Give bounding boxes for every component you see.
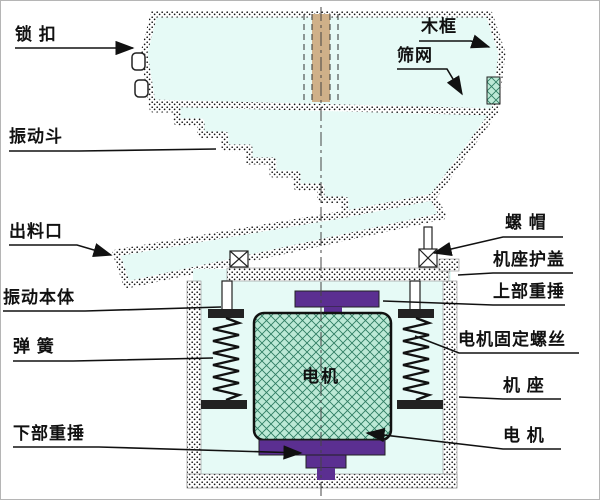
- label-discharge-outlet: 出料口: [9, 222, 63, 241]
- label-upper-weight: 上部重捶: [493, 282, 565, 301]
- leader-upper-weight: [382, 300, 565, 306]
- label-wood-frame: 木框: [421, 17, 457, 36]
- leader-lower-weight: [13, 445, 303, 460]
- leader-nut: [432, 236, 563, 257]
- base-assembly: [186, 226, 460, 489]
- label-nut: 螺 帽: [505, 213, 547, 232]
- leader-hopper: [9, 148, 217, 152]
- label-base-cover: 机座护盖: [493, 250, 565, 269]
- pan-top-line: [345, 193, 434, 218]
- label-machine-base: 机 座: [503, 376, 545, 395]
- base-right-wall: [442, 280, 458, 489]
- leader-cover: [457, 272, 573, 276]
- sieve-mesh-line: [150, 99, 496, 116]
- leader-sieve-mesh: [397, 68, 463, 96]
- center-channel-dashes: [303, 14, 339, 102]
- leader-base: [458, 396, 561, 400]
- base-cover-tab: [438, 258, 460, 272]
- label-sieve-mesh: 筛网: [397, 46, 433, 65]
- left-mount-bolt: [229, 250, 249, 268]
- label-motor-screw: 电机固定螺丝: [458, 330, 566, 349]
- leader-screw: [414, 335, 579, 354]
- upper-weight: [294, 290, 380, 308]
- label-motor: 电 机: [503, 426, 545, 445]
- label-vibration-hopper: 振动斗: [9, 127, 63, 146]
- label-vibration-body: 振动本体: [3, 288, 75, 307]
- base-left-wall: [186, 280, 202, 489]
- left-rod: [221, 280, 233, 312]
- sieve-section: [486, 76, 501, 105]
- right-rod: [409, 280, 421, 312]
- left-spring-seat: [208, 309, 244, 318]
- leader-body: [3, 306, 222, 312]
- right-spring-bracket: [397, 400, 443, 409]
- leader-motor: [365, 427, 561, 450]
- lower-weight-stub: [305, 454, 347, 469]
- leader-wood-frame: [419, 34, 491, 49]
- hopper-outline: [112, 10, 506, 289]
- label-lower-weight: 下部重捶: [13, 424, 85, 443]
- right-mount-bolt: [418, 226, 438, 268]
- label-spring: 弹 簧: [13, 337, 55, 356]
- motor-body-label: 电机: [302, 367, 340, 386]
- left-spring-bracket: [201, 400, 247, 409]
- upper-weight-stub: [324, 307, 342, 313]
- leader-lines: [3, 34, 579, 460]
- lock-clip-bottom: [134, 79, 149, 98]
- lock-clip-top: [131, 52, 146, 71]
- hopper-assembly: [112, 10, 506, 289]
- right-spring: [402, 316, 434, 402]
- lower-shaft-end: [317, 468, 335, 480]
- leader-outlet: [9, 243, 113, 257]
- base-top-plate: [226, 267, 450, 282]
- left-spring: [212, 316, 244, 402]
- label-lock-buckle: 锁 扣: [15, 25, 57, 44]
- leader-spring: [13, 357, 214, 362]
- right-spring-seat: [398, 309, 434, 318]
